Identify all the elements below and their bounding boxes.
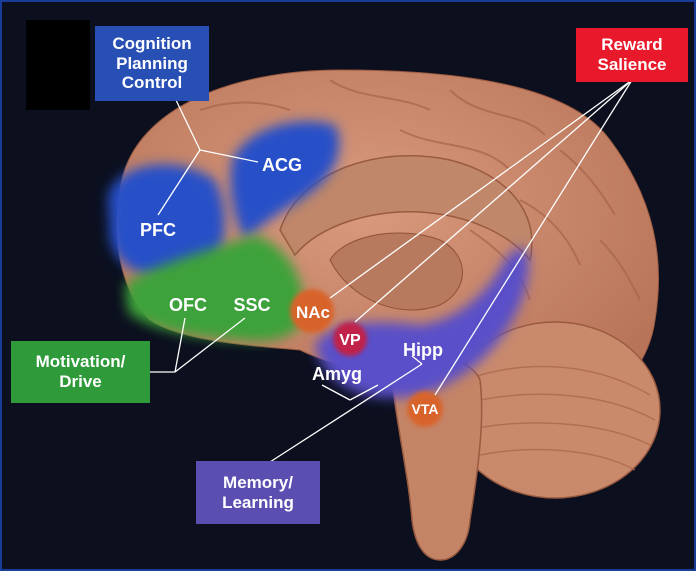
region-label-hipp: Hipp [403,340,443,360]
region-label-amyg: Amyg [312,364,362,384]
cognition-category-box: Cognition Planning Control [95,26,209,101]
region-label-ofc: OFC [169,295,207,315]
memory-line-1: Memory/ [223,473,293,493]
cognition-line-1: Cognition [112,34,191,54]
memory-line-2: Learning [222,493,294,513]
region-label-vp: VP [339,332,361,349]
black-corner-block [26,20,90,110]
memory-category-box: Memory/ Learning [196,461,320,524]
reward-line-2: Salience [598,55,667,75]
motivation-line-1: Motivation/ [36,352,126,372]
cognition-line-2: Planning [116,54,188,74]
cognition-line-3: Control [122,73,182,93]
reward-line-1: Reward [601,35,662,55]
motivation-line-2: Drive [59,372,102,392]
motivation-category-box: Motivation/ Drive [11,341,150,403]
region-label-acg: ACG [262,155,302,175]
region-label-ssc: SSC [233,295,270,315]
reward-category-box: Reward Salience [576,28,688,82]
region-label-pfc: PFC [140,220,176,240]
region-label-vta: VTA [412,401,439,417]
region-label-nac: NAc [296,303,330,322]
